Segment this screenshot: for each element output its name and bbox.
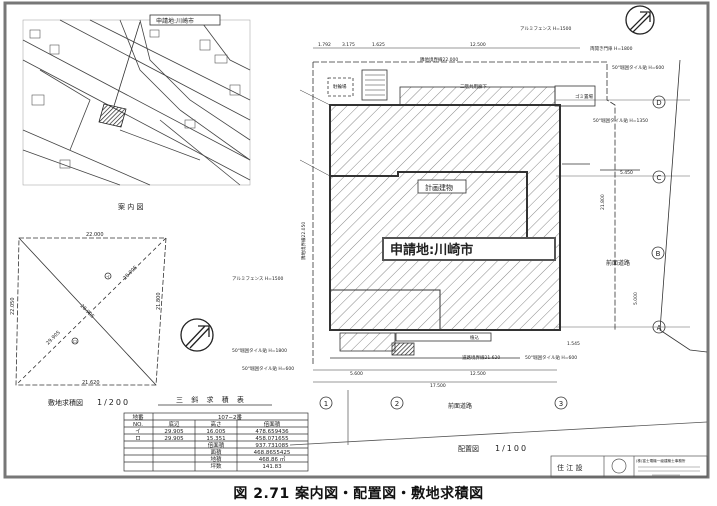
total-label-area: 面積 [210, 448, 222, 456]
header-height: 高さ [210, 420, 221, 428]
guide-map-label-box [149, 14, 221, 26]
note-second-floor: 二階共用廊下 [460, 83, 487, 90]
dim-r3: 5.000 [633, 292, 639, 305]
row-ro-area: 458.071655 [255, 436, 289, 442]
site-marker [98, 103, 127, 128]
note-tile3: 50°堀囲タイル貼 H=1800 [232, 347, 287, 354]
north-arrow-icon [625, 5, 655, 35]
row-ro-base: 29.905 [164, 436, 184, 442]
applicant-label-box [382, 237, 556, 261]
building-label: 計画建物 [425, 183, 453, 192]
row-i-height: 16.005 [206, 429, 226, 435]
stamp-office: (株)富士電機一級建築士事務所 [636, 458, 686, 463]
dim-top: 22.000 [86, 232, 104, 238]
total-label-land: 地積 [210, 455, 222, 463]
guide-map-title: 案 内 図 [118, 202, 143, 211]
dim-bottom: 21.620 [82, 380, 100, 386]
site-area-title: 敷地求積図 [48, 398, 83, 407]
area-table-title: 三 斜 求 積 表 [176, 395, 247, 404]
title-stamp [550, 455, 708, 478]
guide-map [22, 19, 251, 186]
grid-d: D [656, 99, 661, 107]
dim-r2: 21.800 [600, 194, 606, 210]
grid-2: 2 [395, 400, 399, 408]
note-fence-left: アルミフェンス H=1500 [232, 276, 284, 282]
dim-b2: 12.500 [470, 371, 486, 377]
dim-r1: 5.450 [620, 170, 633, 176]
site-area-drawing [15, 237, 167, 386]
note-left-boundary: 隣地境界線22.050 [300, 222, 307, 260]
grid-a: A [657, 324, 662, 332]
note-bike: 駐輪場 [333, 83, 347, 90]
total-value-land: 468.86 ㎡ [259, 455, 286, 463]
dim-d4: 12.500 [470, 42, 486, 48]
marker-i: イ [106, 274, 110, 279]
seal-icon [611, 458, 627, 474]
note-garbage: ゴミ置場 [575, 93, 593, 100]
note-tile5: 50°堀囲タイル貼 H=600 [242, 365, 294, 372]
dim-right: 21.800 [156, 293, 162, 311]
site-area-scale: 1/200 [97, 398, 130, 407]
road-label-bottom: 前面道路 [448, 402, 472, 410]
total-value-double: 937.731085 [255, 443, 289, 449]
lot-label: 地番 [132, 413, 144, 421]
total-value-tsubo: 141.83 [262, 464, 282, 470]
grid-3: 3 [559, 400, 563, 408]
note-planting: 植込 [470, 334, 479, 341]
road-label-right: 前面道路 [606, 259, 630, 267]
guide-map-site-label: 申請地:川崎市 [156, 17, 194, 25]
header-no: NO. [133, 422, 143, 428]
dim-b1: 5.600 [350, 371, 363, 377]
row-i-base: 29.905 [164, 429, 184, 435]
note-tile1: 50°堀囲タイル貼 H=600 [612, 64, 664, 71]
dim-left: 22.050 [10, 298, 16, 316]
total-label-double: 倍面積 [208, 441, 225, 449]
grid-b: B [656, 250, 661, 258]
row-i-no: イ [135, 429, 141, 435]
note-road-boundary: 道路境界線21.620 [462, 354, 500, 361]
row-ro-no: ロ [135, 436, 141, 442]
header-base: 底辺 [168, 420, 180, 428]
dim-d2: 3.175 [342, 42, 355, 48]
figure-caption: 図 2.71 案内図・配置図・敷地求積図 [233, 486, 484, 502]
site-plan-title: 配置図 [458, 445, 479, 453]
note-tile2: 50°堀囲タイル貼 H=1350 [593, 117, 648, 124]
area-table [123, 412, 309, 472]
site-plan-scale: 1/100 [495, 444, 528, 453]
note-gate: 両開き門扉 H=1800 [590, 45, 633, 52]
dim-b3: 17.500 [430, 383, 446, 389]
marker-ro: ロ [73, 339, 77, 344]
dim-d3: 1.625 [372, 42, 385, 48]
stamp-seal-text: 住 江 設 [557, 463, 582, 472]
applicant-label: 申請地:川崎市 [390, 242, 473, 258]
dim-r4: 1.545 [567, 341, 580, 347]
north-arrow-icon [180, 318, 214, 352]
note-fence: アルミフェンス H=1500 [520, 26, 572, 32]
lot-value: 107−2番 [218, 414, 243, 421]
grid-1: 1 [324, 400, 328, 408]
note-neighbor-boundary: 隣地境界線22.000 [420, 56, 458, 63]
header-double-area: 倍面積 [264, 420, 281, 428]
row-ro-height: 15.351 [206, 436, 225, 442]
dim-d1: 1.792 [318, 42, 331, 48]
grid-c: C [657, 174, 662, 182]
note-tile4: 50°堀囲タイル貼 H=600 [525, 354, 577, 361]
site-plan [289, 47, 708, 446]
total-label-tsubo: 坪数 [210, 462, 222, 470]
row-i-area: 478.659436 [255, 429, 289, 435]
total-value-area: 468.8655425 [254, 450, 291, 456]
grid-markers [319, 95, 666, 410]
